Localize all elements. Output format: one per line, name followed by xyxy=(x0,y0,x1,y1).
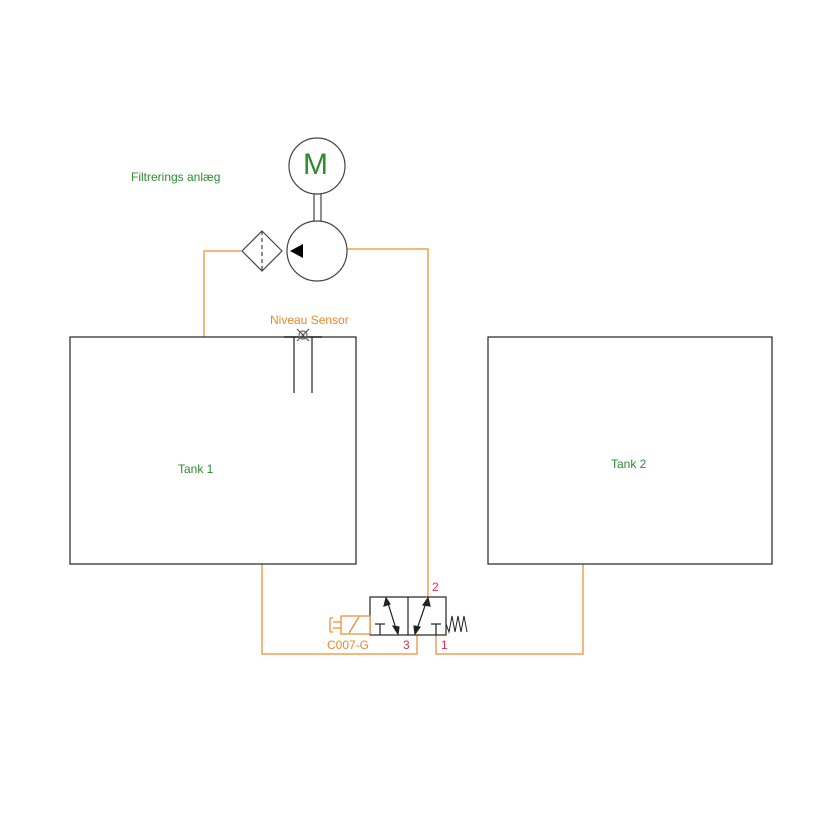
tank1-outline xyxy=(69,336,357,565)
solenoid-label: C007-G xyxy=(327,638,370,652)
tank1-label: Tank 1 xyxy=(178,462,214,476)
motor-symbol: M xyxy=(303,148,328,181)
directional-valve-icon xyxy=(369,596,468,636)
pump-icon xyxy=(286,220,348,282)
pipe-tank1-to-valve-port3 xyxy=(261,564,418,655)
valve-port-3-label: 3 xyxy=(403,638,410,652)
valve-port-1-label: 1 xyxy=(441,638,448,652)
pipe-pump-to-valve-port2 xyxy=(347,248,429,597)
filter-icon xyxy=(241,230,283,272)
valve-port-2-label: 2 xyxy=(432,580,439,594)
pipe-valve-port1-to-tank2 xyxy=(435,564,584,655)
tank2-outline xyxy=(487,336,773,565)
level-sensor-icon xyxy=(284,328,322,393)
system-title: Filtrerings anlæg xyxy=(131,170,221,184)
pipes xyxy=(203,248,584,655)
motor-icon xyxy=(288,137,346,221)
solenoid-icon xyxy=(329,615,371,635)
pipe-filter-to-tank1 xyxy=(203,250,241,337)
level-sensor-label: Niveau Sensor xyxy=(270,313,349,327)
tank2-label: Tank 2 xyxy=(611,457,647,471)
